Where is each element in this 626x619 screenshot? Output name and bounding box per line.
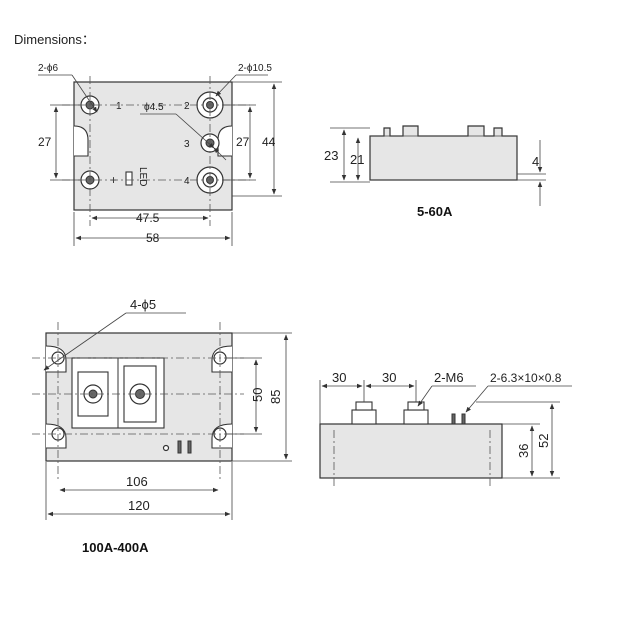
led-label: LED [137, 167, 148, 186]
right-notch [217, 125, 233, 157]
small-relay-side-body [369, 125, 518, 181]
dim-47-5: 47.5 [136, 211, 160, 225]
large-relay-side-body [319, 423, 503, 479]
side-view-small: 23 21 4 5-60A [324, 125, 546, 219]
dim-85: 85 [268, 390, 283, 404]
screw-head-1 [351, 409, 377, 425]
terminal-number-4: 4 [184, 176, 190, 187]
terminal-number-2: 2 [184, 101, 190, 112]
hole-large-label: 2-ϕ10.5 [238, 63, 272, 74]
dim-44: 44 [262, 135, 276, 149]
dim-120: 120 [128, 498, 150, 513]
caption-100a-400a: 100A-400A [82, 540, 149, 555]
page-heading: Dimensions： [14, 32, 95, 47]
top-view-small: 1 2 3 4 + LED 2-ϕ6 2-ϕ10.5 ϕ4.5 27 [38, 63, 282, 246]
dim-106: 106 [126, 474, 148, 489]
terminal-number-3: 3 [184, 139, 190, 150]
dim-36: 36 [516, 444, 531, 458]
dim-23: 23 [324, 148, 338, 163]
left-notch [73, 125, 89, 157]
screw-label: 2-M6 [434, 370, 464, 385]
dim-58: 58 [146, 231, 160, 245]
screw-head-2 [403, 409, 429, 425]
dim-30-a: 30 [332, 370, 346, 385]
holes-label: 4-ϕ5 [130, 297, 156, 312]
terminal-number-1: 1 [116, 101, 122, 112]
dim-27-right: 27 [236, 135, 250, 149]
hole-small-label: 2-ϕ6 [38, 63, 58, 74]
dim-27-left: 27 [38, 135, 52, 149]
terminal-label: 2-6.3×10×0.8 [490, 371, 562, 385]
side-view-large: 30 30 2-M6 2-6.3×10×0.8 36 52 [319, 370, 572, 488]
dim-52: 52 [536, 434, 551, 448]
dim-50: 50 [250, 388, 265, 402]
hole-mid-label: ϕ4.5 [144, 102, 164, 113]
top-view-large: 4-ϕ5 50 85 106 120 100A-400A [32, 297, 292, 555]
caption-5-60a: 5-60A [417, 204, 453, 219]
led-window [125, 171, 133, 186]
dim-30-b: 30 [382, 370, 396, 385]
dim-21: 21 [350, 152, 364, 167]
dim-4: 4 [532, 154, 539, 169]
